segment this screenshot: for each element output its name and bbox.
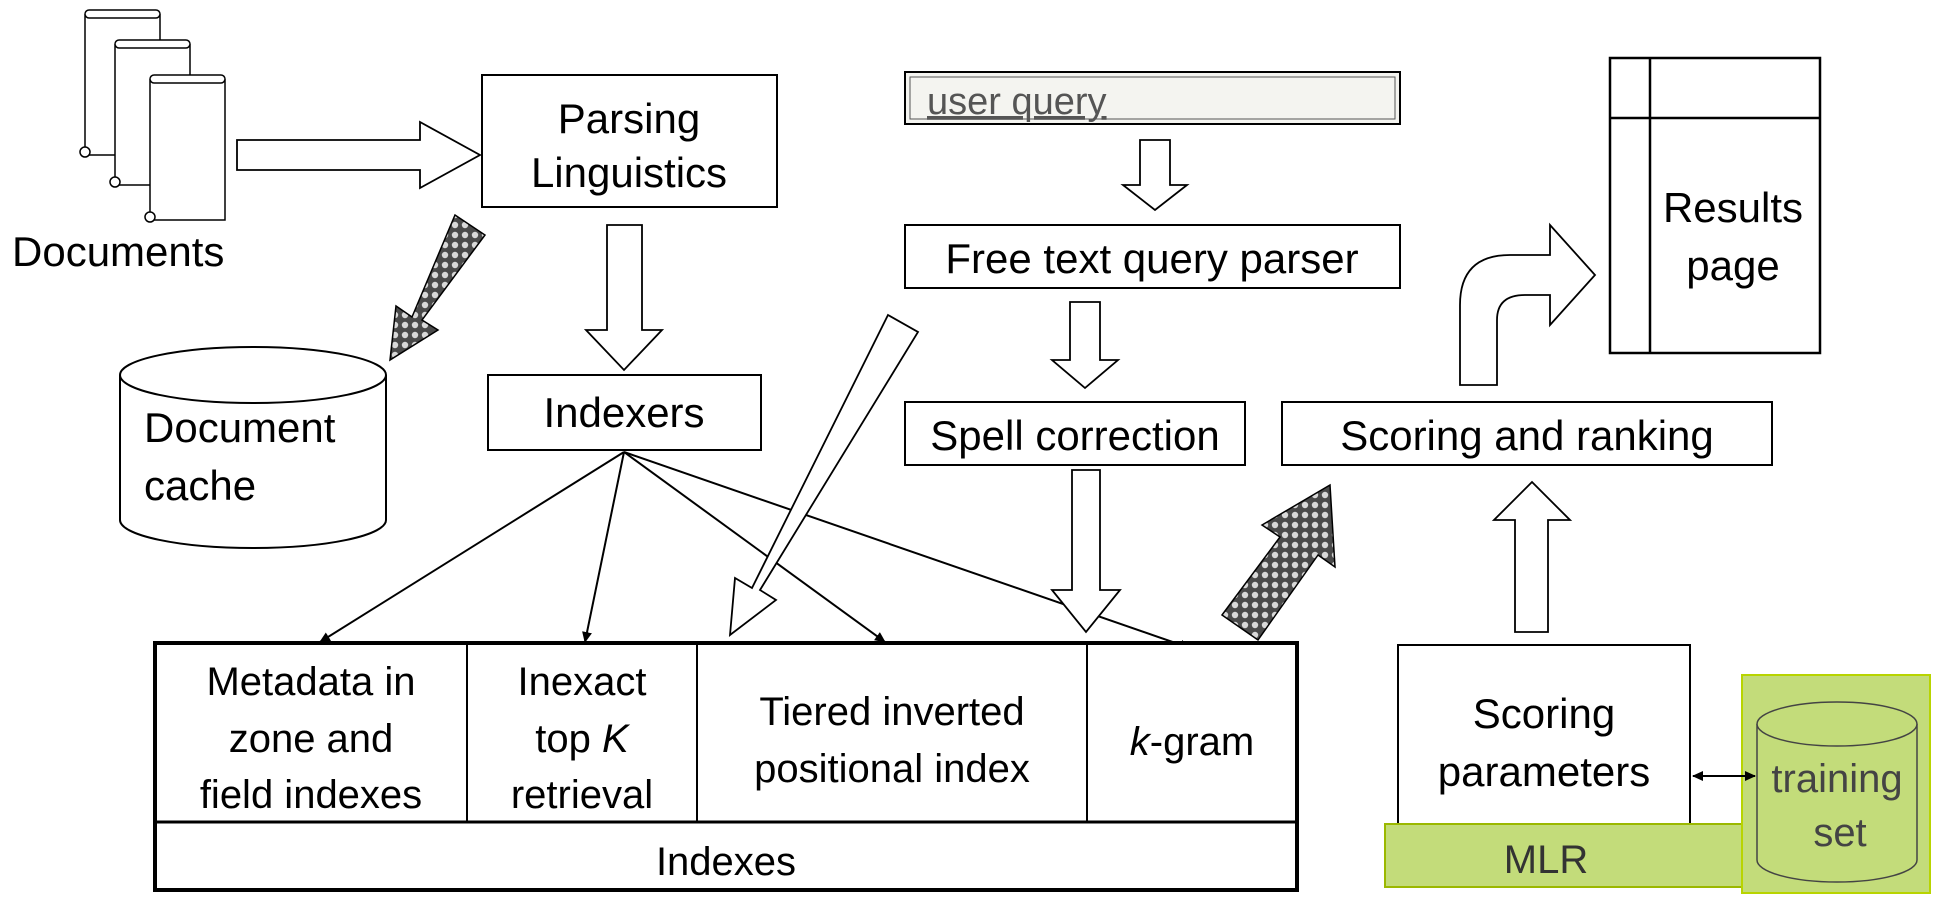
indexers-box: Indexers [487, 374, 762, 451]
indexes-table: Metadata in zone and field indexes Inexa… [153, 641, 1299, 892]
indexers-label: Indexers [543, 389, 704, 436]
user-query-box: user query [904, 71, 1401, 125]
document-cache-label-1: Document [144, 404, 336, 451]
inexact-topk-cell: Inexact top K retrieval [511, 660, 653, 817]
documents-label: Documents [12, 228, 224, 275]
tiered-index-cell: Tiered inverted positional index [754, 690, 1030, 791]
document-cache-cylinder: Document cache [119, 346, 387, 549]
training-set-label-1: training [1771, 757, 1902, 801]
parsing-label-1: Parsing [558, 95, 700, 142]
parser-to-spell-arrow [1049, 301, 1121, 390]
scoring-params-label-2: parameters [1438, 748, 1650, 795]
spell-correction-label: Spell correction [930, 412, 1219, 459]
parsing-to-indexers-arrow [583, 224, 665, 372]
documents-icon [79, 9, 226, 223]
user-query-label: user query [927, 81, 1107, 123]
tiered-label-2: positional index [754, 747, 1030, 791]
inexact-label-3: retrieval [511, 773, 653, 817]
free-text-parser-box: Free text query parser [904, 224, 1401, 289]
parsing-box: Parsing Linguistics [481, 74, 778, 208]
training-set-cylinder: training set [1741, 674, 1931, 894]
results-page-label-2: page [1686, 242, 1779, 289]
params-to-scoring-arrow [1491, 480, 1573, 633]
document-cache-label-2: cache [144, 462, 256, 509]
indexes-to-scoring-arrow [1220, 483, 1336, 642]
free-text-parser-label: Free text query parser [945, 235, 1358, 282]
documents-to-parsing-arrow [236, 120, 482, 190]
scoring-params-label-1: Scoring [1473, 690, 1615, 737]
kgram-label: k-gram [1130, 720, 1254, 764]
scoring-to-results-arrow [1459, 222, 1597, 386]
inexact-label-2: top K [535, 717, 631, 761]
mlr-label: MLR [1504, 838, 1588, 882]
query-to-parser-arrow [1120, 139, 1190, 212]
parser-to-index-arrow [728, 313, 920, 637]
spell-correction-box: Spell correction [904, 401, 1246, 466]
tiered-label-1: Tiered inverted [759, 690, 1024, 734]
parsing-to-cache-arrow [389, 213, 487, 362]
spell-to-kgram-arrow [1050, 469, 1122, 634]
results-page-label-1: Results [1663, 184, 1803, 231]
parsing-label-2: Linguistics [531, 149, 727, 196]
scoring-ranking-label: Scoring and ranking [1340, 412, 1714, 459]
inexact-label-1: Inexact [518, 660, 647, 704]
training-set-label-2: set [1813, 811, 1866, 855]
metadata-label-3: field indexes [200, 773, 422, 817]
indexer-to-index-arrows [319, 451, 1191, 650]
metadata-label-2: zone and [229, 717, 394, 761]
metadata-label-1: Metadata in [206, 660, 415, 704]
mlr-bar: MLR [1384, 823, 1761, 888]
indexes-label: Indexes [656, 840, 796, 884]
kgram-index-cell: k-gram [1130, 720, 1254, 764]
results-page: Results page [1608, 56, 1822, 355]
scoring-ranking-box: Scoring and ranking [1281, 401, 1773, 466]
metadata-index-cell: Metadata in zone and field indexes [200, 660, 422, 817]
